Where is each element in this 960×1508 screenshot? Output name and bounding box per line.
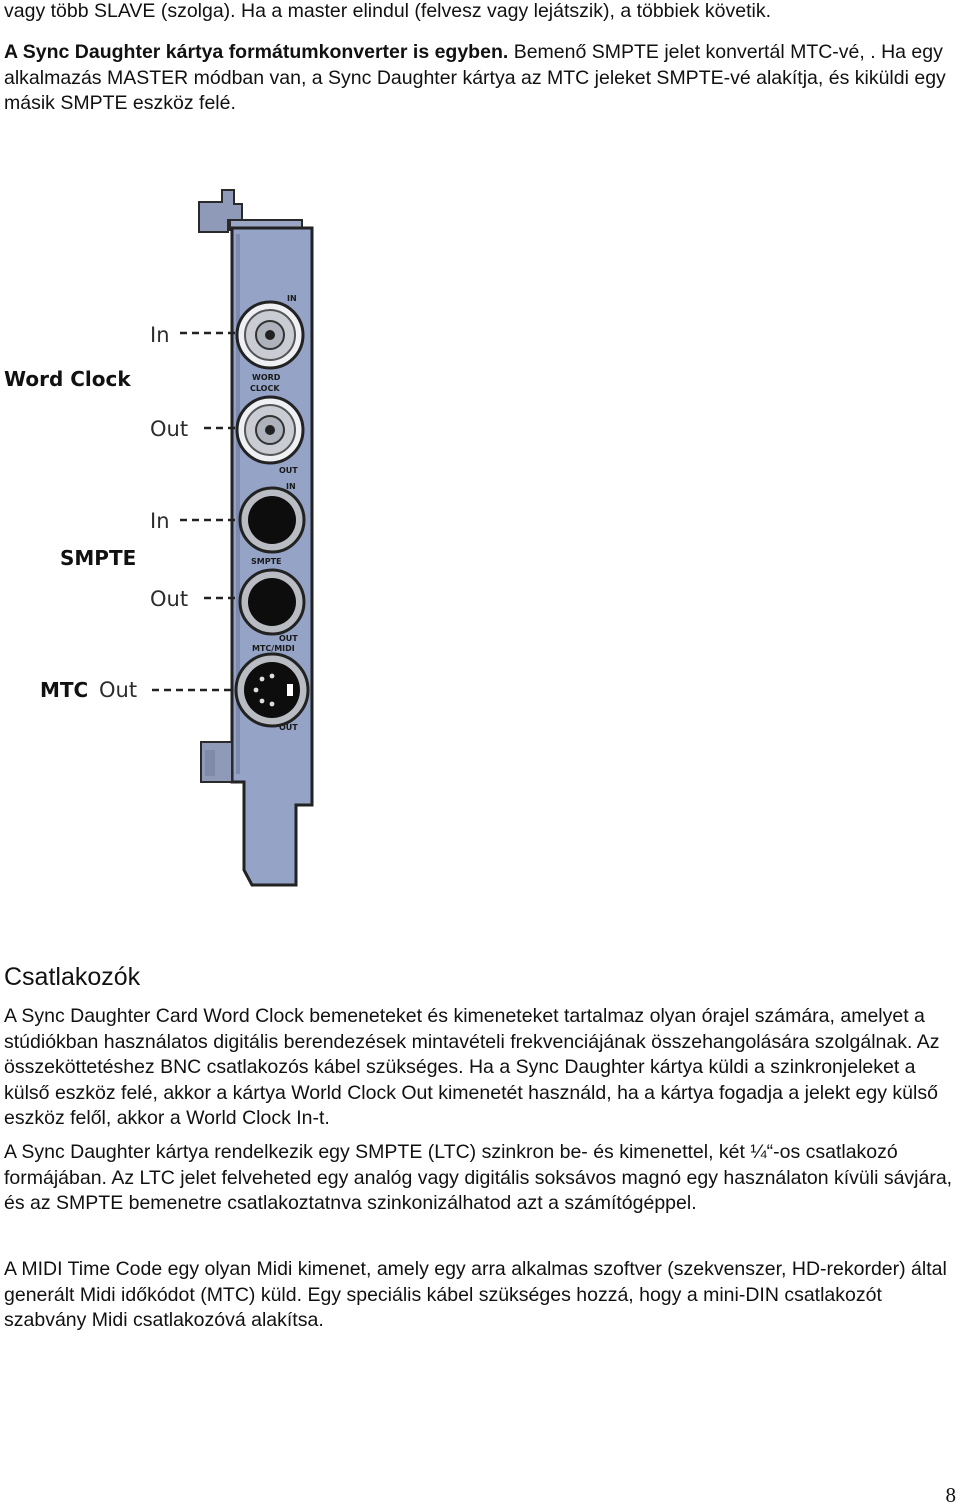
smpte-in-jack-icon: [238, 486, 306, 554]
smpte-group-label: SMPTE: [60, 546, 136, 570]
word-clock-in-label: In: [150, 323, 170, 347]
section-paragraph-2: A Sync Daughter kártya rendelkezik egy S…: [4, 1141, 953, 1214]
mtc-out-label: Out: [99, 678, 137, 702]
smpte-in-label: In: [150, 509, 170, 533]
plate-smpte-label: SMPTE: [251, 557, 282, 566]
plate-mtc-midi-label: MTC/MIDI: [252, 644, 295, 653]
plate-in-label: IN: [287, 294, 297, 303]
section-paragraph-3: A MIDI Time Code egy olyan Midi kimenet,…: [4, 1258, 947, 1331]
word-clock-group-label: Word Clock: [4, 367, 131, 391]
plate-out-label: OUT: [279, 466, 298, 475]
plate-clock-label: CLOCK: [250, 384, 280, 393]
mtc-group-label: MTC: [40, 678, 88, 702]
smpte-out-jack-icon: [238, 568, 306, 636]
word-clock-out-bnc-icon: [235, 395, 305, 465]
word-clock-in-bnc-icon: [235, 300, 305, 370]
plate-out3-label: OUT: [279, 723, 298, 732]
section-paragraph-1: A Sync Daughter Card Word Clock bemenete…: [4, 1005, 940, 1129]
leader-lines: [152, 331, 240, 692]
page-number: 8: [945, 1483, 957, 1507]
smpte-out-label: Out: [150, 587, 188, 611]
plate-word-label: WORD: [252, 373, 281, 382]
intro-bold-sentence: A Sync Daughter kártya formátumkonverter…: [4, 41, 509, 63]
plate-out2-label: OUT: [279, 634, 298, 643]
sync-card-bracket-figure: IN WORD CLOCK OUT IN SMPTE OUT MTC/MIDI …: [4, 189, 314, 887]
intro-line: vagy több SLAVE (szolga). Ha a master el…: [4, 0, 771, 22]
intro-paragraph: A Sync Daughter kártya formátumkonverter…: [4, 40, 956, 117]
intro-rest: Bemenő SMPTE jelet konvertál MTC-vé, . H…: [4, 41, 946, 114]
mtc-mini-din-icon: [234, 652, 310, 728]
bracket-top-tab: [198, 189, 243, 233]
word-clock-out-label: Out: [150, 417, 188, 441]
section-heading: Csatlakozók: [4, 963, 141, 991]
plate-in2-label: IN: [286, 482, 296, 491]
